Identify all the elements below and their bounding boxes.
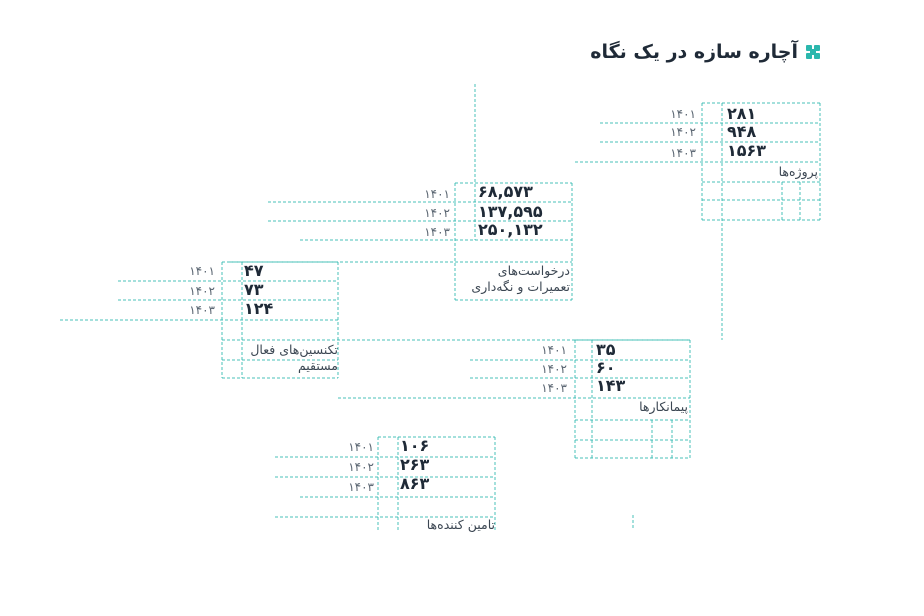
- metric-label: تامین کننده‌ها: [426, 517, 495, 532]
- year-label: ۱۴۰۱: [541, 343, 567, 357]
- metric-value: ۱۲۴: [244, 299, 274, 318]
- metric-label: تکنسین‌های فعال مستقیم: [250, 342, 338, 373]
- year-label: ۱۴۰۱: [424, 187, 450, 201]
- metric-value: ۶۰: [596, 358, 616, 377]
- metric-value: ۱۴۳: [596, 376, 626, 395]
- year-label: ۱۴۰۱: [348, 440, 374, 454]
- metric-value: ۹۴۸: [727, 122, 757, 141]
- metric-value: ۸۶۳: [400, 474, 430, 493]
- year-label: ۱۴۰۳: [348, 480, 374, 494]
- page-title: آچاره سازه در یک نگاه: [590, 41, 798, 63]
- year-label: ۱۴۰۲: [424, 206, 450, 220]
- year-label: ۱۴۰۱: [189, 264, 215, 278]
- metric-label: پیمانکارها: [639, 399, 688, 414]
- metric-value: ۷۳: [244, 280, 264, 299]
- metric-value: ۲۵۰,۱۳۲: [478, 220, 543, 239]
- year-label: ۱۴۰۲: [670, 125, 696, 139]
- year-label: ۱۴۰۲: [541, 362, 567, 376]
- page-header: آچاره سازه در یک نگاه: [590, 41, 820, 63]
- year-label: ۱۴۰۳: [541, 381, 567, 395]
- metric-value: ۶۸,۵۷۳: [478, 182, 533, 201]
- metric-value: ۱۰۶: [400, 436, 430, 455]
- metric-value: ۴۷: [244, 261, 264, 280]
- year-label: ۱۴۰۳: [424, 225, 450, 239]
- metric-value: ۲۶۳: [400, 455, 430, 474]
- year-label: ۱۴۰۳: [670, 146, 696, 160]
- year-label: ۱۴۰۲: [348, 460, 374, 474]
- metric-label: درخواست‌های تعمیرات و نگه‌داری: [471, 263, 570, 294]
- metric-label: پروژه‌ها: [778, 164, 818, 179]
- year-label: ۱۴۰۳: [189, 303, 215, 317]
- year-label: ۱۴۰۱: [670, 107, 696, 121]
- year-label: ۱۴۰۲: [189, 284, 215, 298]
- metric-value: ۲۸۱: [727, 104, 757, 123]
- metric-value: ۱۵۶۳: [727, 141, 767, 160]
- metric-value: ۱۳۷,۵۹۵: [478, 202, 543, 221]
- cross-logo-icon: [806, 45, 820, 59]
- metric-value: ۳۵: [596, 340, 616, 359]
